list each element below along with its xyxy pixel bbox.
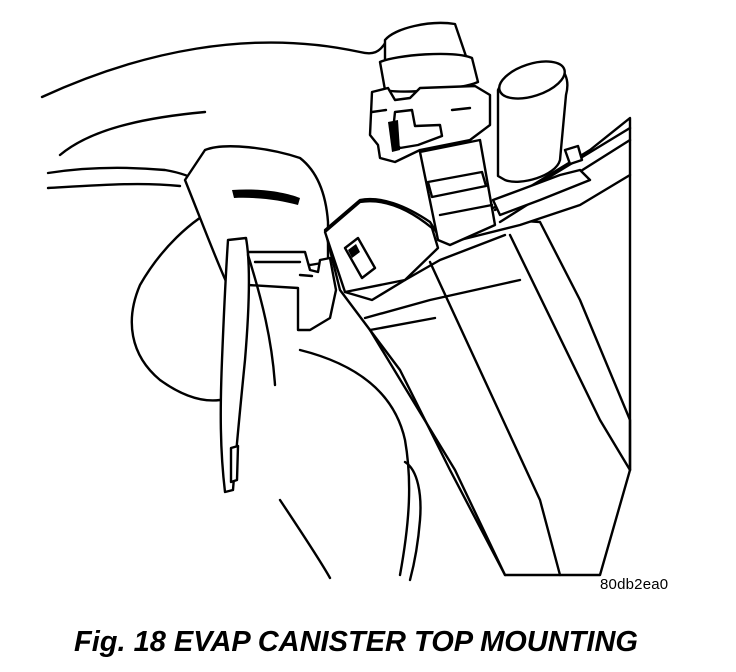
hose-neck — [438, 203, 494, 217]
figure-caption: Fig. 18 EVAP CANISTER TOP MOUNTING — [74, 626, 638, 658]
canister-cap-slot-mark — [348, 244, 360, 258]
wheelhouse-curve — [298, 348, 411, 577]
drawing-id-label: 80db2ea0 — [600, 576, 669, 593]
bracket-tab-notch — [253, 260, 314, 278]
canister-vertical-edge-3 — [368, 328, 507, 577]
solenoid-base — [491, 168, 592, 217]
clamp-tab — [388, 120, 400, 152]
canister-seam-1 — [343, 233, 507, 294]
canister-vertical-edge-2 — [508, 233, 632, 472]
solenoid-connector — [563, 144, 584, 166]
clamp-notch — [370, 106, 472, 114]
strap-slot — [229, 444, 240, 484]
bracket-inner-shadow — [232, 189, 300, 205]
strap-edge — [246, 253, 277, 387]
canister-seam-3 — [368, 316, 437, 332]
fender-lower-edge — [58, 110, 207, 157]
hose-band — [426, 170, 488, 199]
bracket-tab — [246, 250, 338, 332]
canister-seam-2 — [363, 278, 522, 320]
canister-vertical-edge-1 — [428, 260, 562, 577]
fender-upper-arc — [40, 36, 390, 99]
hose-sleeve — [378, 52, 480, 93]
evap-canister-illustration — [40, 21, 632, 582]
retaining-strap — [219, 236, 251, 494]
solenoid-top — [498, 60, 566, 100]
splash-panel-top-line — [46, 182, 182, 190]
lower-bracket-left — [403, 460, 422, 582]
splash-panel-outline — [46, 166, 224, 402]
lower-panel-edge — [278, 498, 332, 580]
